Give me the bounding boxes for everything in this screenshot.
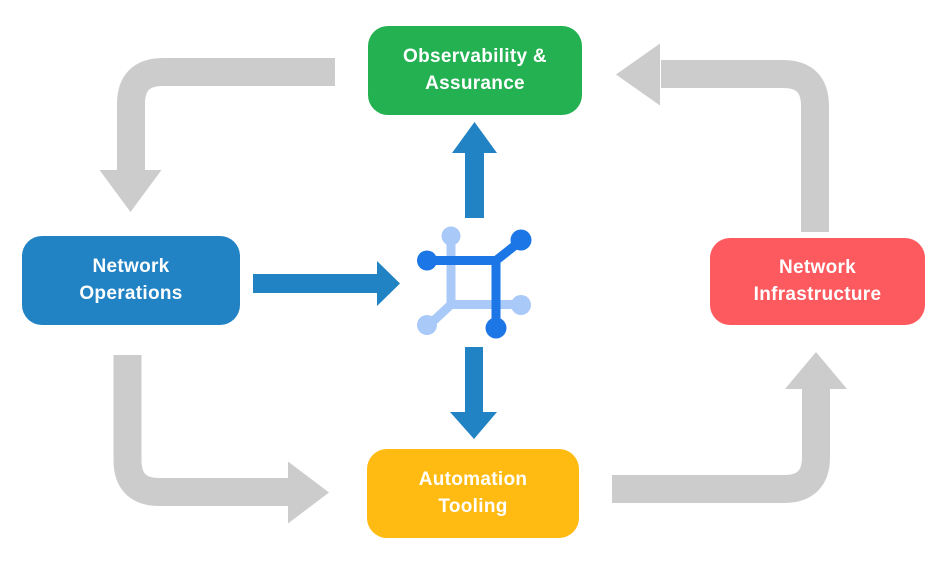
node-label-line: Observability &: [403, 45, 547, 67]
arrowhead-up-icon: [785, 352, 847, 389]
node-label-line: Infrastructure: [753, 283, 882, 305]
node-label-line: Assurance: [425, 72, 525, 94]
mesh-node-bottom-left: [417, 315, 437, 335]
arrow-center-to-observability: [452, 122, 497, 218]
node-label-line: Automation: [418, 468, 528, 490]
arrowhead-down-icon: [99, 170, 162, 212]
arrowhead-left-icon: [616, 43, 660, 106]
network-mesh-icon: [417, 226, 532, 339]
arrow-network-operations-to-center: [253, 261, 400, 306]
arrow-shaft: [117, 58, 335, 172]
arrow-network-infrastructure-to-observability: [616, 43, 829, 232]
node-label-line: Operations: [79, 282, 183, 304]
arrow-observability-to-network-operations: [99, 58, 335, 212]
arrow-shaft: [661, 60, 829, 232]
mesh-node-top: [441, 226, 461, 246]
arrow-center-to-automation-tooling: [450, 347, 497, 439]
node-label-line: Network: [778, 256, 857, 278]
mesh-node-bottom: [485, 317, 507, 339]
arrowhead-right-icon: [288, 461, 329, 524]
arrow-network-operations-to-automation-tooling: [113, 355, 329, 524]
arrow-shaft: [113, 355, 289, 506]
mesh-node-top-right: [510, 229, 532, 251]
mesh-node-right: [511, 295, 531, 315]
node-network-operations: Network Operations: [22, 236, 240, 325]
node-network-infrastructure: Network Infrastructure: [710, 238, 925, 325]
node-label-line: Network: [92, 255, 170, 277]
node-observability-assurance: Observability & Assurance: [368, 26, 582, 115]
arrow-automation-tooling-to-network-infrastructure: [612, 352, 847, 503]
mesh-node-left: [417, 250, 437, 271]
arrow-shaft: [612, 389, 830, 503]
node-label-line: Tooling: [438, 495, 508, 517]
node-automation-tooling: Automation Tooling: [367, 449, 579, 538]
